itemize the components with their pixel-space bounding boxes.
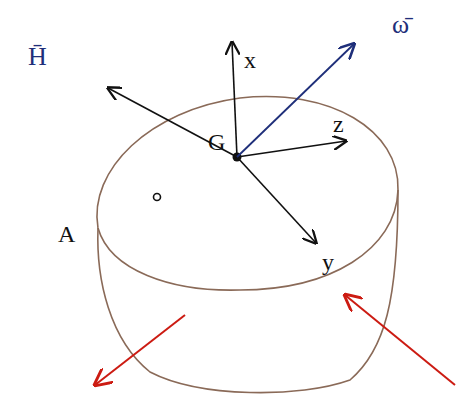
- force-arrow: [345, 295, 455, 385]
- cylinder-side: [98, 190, 398, 393]
- vector-label: H̄: [28, 44, 47, 70]
- axis-label: x: [244, 48, 256, 72]
- axis-label: z: [333, 112, 344, 136]
- point-marker: [154, 194, 161, 201]
- part-label: A: [58, 222, 75, 246]
- y-axis: [237, 157, 316, 243]
- vector-arrow: [108, 88, 237, 157]
- x-axis: [232, 42, 237, 157]
- axis-label: y: [322, 250, 334, 274]
- z-axis: [237, 141, 346, 157]
- top-ellipse: [97, 97, 398, 291]
- point-label: G: [208, 130, 225, 154]
- force-arrow: [95, 315, 185, 385]
- vector-arrow: [237, 44, 354, 157]
- vector-label: ω̄: [392, 12, 409, 38]
